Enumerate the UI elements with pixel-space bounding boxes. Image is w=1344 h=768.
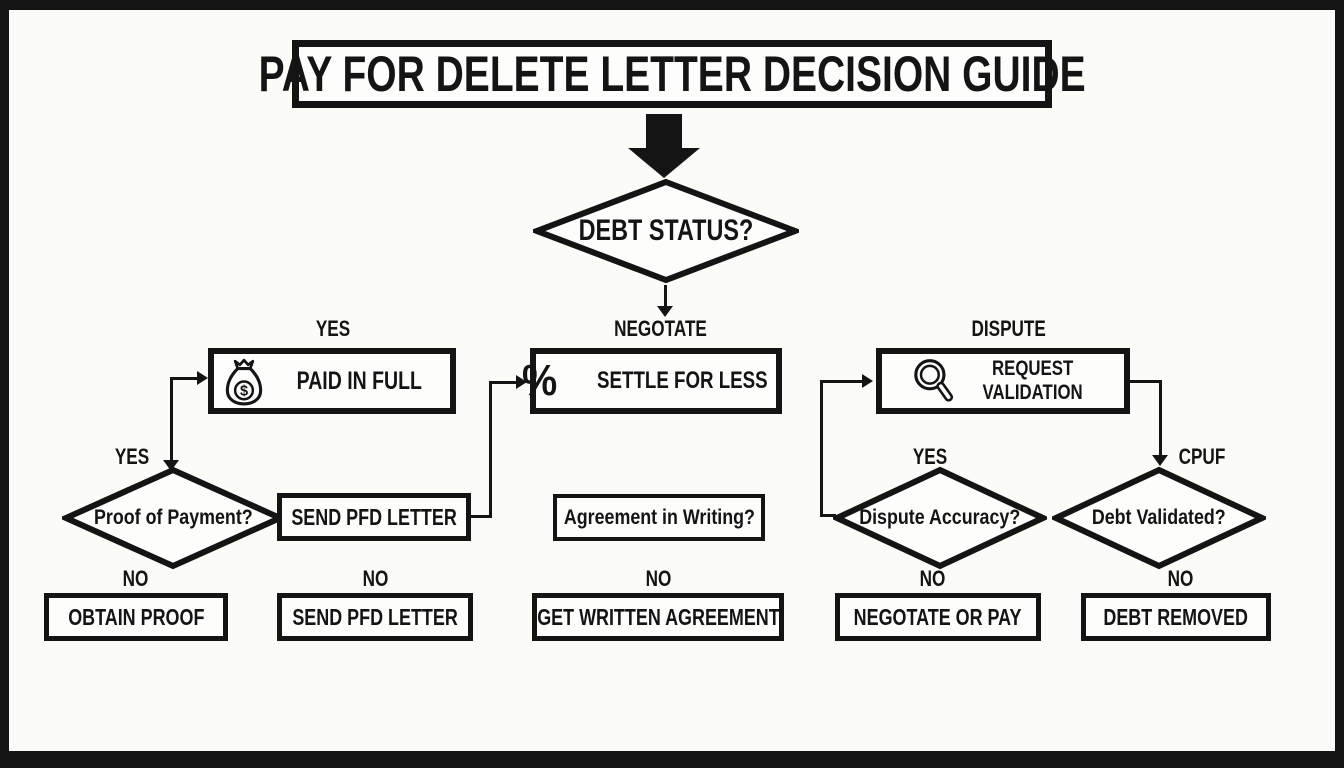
connector-left-horizontal: [170, 377, 198, 380]
connector-pfd-elbow-v: [489, 381, 492, 518]
label-yes-right: YES: [912, 444, 948, 469]
svg-text:$: $: [240, 384, 248, 400]
box-request-validation-label: REQUEST VALIDATION: [982, 357, 1084, 404]
decision-proof-of-payment: Proof of Payment?: [62, 466, 284, 570]
connector-label-no-2: NO: [362, 566, 388, 591]
branch-label-negotate: NEGOTATE: [613, 316, 707, 341]
box-send-pfd-letter-bottom: SEND PFD LETTER: [277, 593, 473, 641]
arrowhead-into-request-validation-icon: [862, 374, 873, 388]
connector-pfd-elbow-h1: [471, 515, 492, 518]
box-obtain-proof-label: OBTAIN PROOF: [67, 603, 205, 630]
connector-label-no-1: NO: [122, 566, 148, 591]
box-send-pfd-letter-mid-label: SEND PFD LETTER: [291, 503, 457, 530]
branch-label-yes: YES: [315, 316, 351, 341]
connector-validation-elbow-h: [1128, 380, 1162, 383]
box-agreement-in-writing-label: Agreement in Writing?: [563, 505, 755, 529]
page-title: PAY FOR DELETE LETTER DECISION GUIDE: [258, 46, 1086, 102]
decision-debt-validated: Debt Validated?: [1052, 466, 1266, 570]
box-negotate-or-pay: NEGOTATE OR PAY: [835, 593, 1041, 641]
decision-debt-status: DEBT STATUS?: [533, 178, 799, 284]
box-settle-for-less: % SETTLE FOR LESS: [522, 348, 782, 414]
box-paid-in-full-label: PAID IN FULL: [296, 366, 422, 395]
connector-label-no-3: NO: [645, 566, 671, 591]
diamond-shape-icon: [533, 178, 799, 284]
box-debt-removed: DEBT REMOVED: [1081, 593, 1271, 641]
percent-icon: %: [522, 356, 558, 405]
down-block-arrow-icon: [646, 114, 682, 150]
connector-validation-elbow-v: [1159, 380, 1162, 458]
box-get-written-agreement-label: GET WRITTEN AGREEMENT: [536, 603, 780, 630]
decision-debt-status-label: DEBT STATUS?: [578, 214, 754, 247]
box-negotate-or-pay-label: NEGOTATE OR PAY: [854, 603, 1022, 630]
label-yes-left: YES: [114, 444, 150, 469]
box-send-pfd-letter-mid: SEND PFD LETTER: [277, 493, 471, 541]
connector-pfd-elbow-h2: [489, 381, 517, 384]
diamond-shape-icon: [833, 466, 1047, 570]
connector-left-vertical: [170, 377, 173, 465]
box-request-validation: REQUEST VALIDATION: [876, 348, 1130, 414]
connector-label-no-5: NO: [1167, 566, 1193, 591]
box-debt-removed-label: DEBT REMOVED: [1103, 603, 1249, 630]
connector-root-down: [664, 285, 667, 307]
down-block-arrow-head-icon: [628, 148, 700, 178]
decision-proof-of-payment-label: Proof of Payment?: [93, 506, 253, 529]
decision-dispute-accuracy: Dispute Accuracy?: [833, 466, 1047, 570]
box-settle-for-less-label: SETTLE FOR LESS: [597, 367, 768, 394]
connector-label-no-4: NO: [919, 566, 945, 591]
arrowhead-into-proof-diamond-icon: [163, 460, 179, 471]
box-send-pfd-letter-bottom-label: SEND PFD LETTER: [292, 603, 458, 630]
label-cpuf: CPUF: [1178, 444, 1226, 469]
diamond-shape-icon: [62, 466, 284, 570]
arrowhead-into-settle-icon: [516, 375, 527, 389]
arrowhead-into-paid-in-full-icon: [197, 371, 208, 385]
branch-label-dispute: DISPUTE: [971, 316, 1047, 341]
diamond-shape-icon: [1052, 466, 1266, 570]
connector-dispute-elbow-v: [820, 380, 823, 517]
magnifier-icon: [914, 359, 954, 402]
money-bag-icon: $: [225, 358, 262, 406]
decision-debt-validated-label: Debt Validated?: [1092, 506, 1226, 529]
title-box: PAY FOR DELETE LETTER DECISION GUIDE: [258, 40, 1086, 108]
box-get-written-agreement: GET WRITTEN AGREEMENT: [532, 593, 784, 641]
arrowhead-root-down-icon: [657, 306, 673, 317]
box-agreement-in-writing: Agreement in Writing?: [553, 494, 765, 541]
box-paid-in-full: $ PAID IN FULL: [208, 348, 456, 414]
box-obtain-proof: OBTAIN PROOF: [44, 593, 228, 641]
connector-dispute-elbow-h-bottom: [820, 514, 836, 517]
connector-dispute-elbow-h-top: [820, 380, 864, 383]
decision-dispute-accuracy-label: Dispute Accuracy?: [859, 506, 1021, 529]
arrowhead-into-debt-validated-icon: [1152, 455, 1168, 466]
